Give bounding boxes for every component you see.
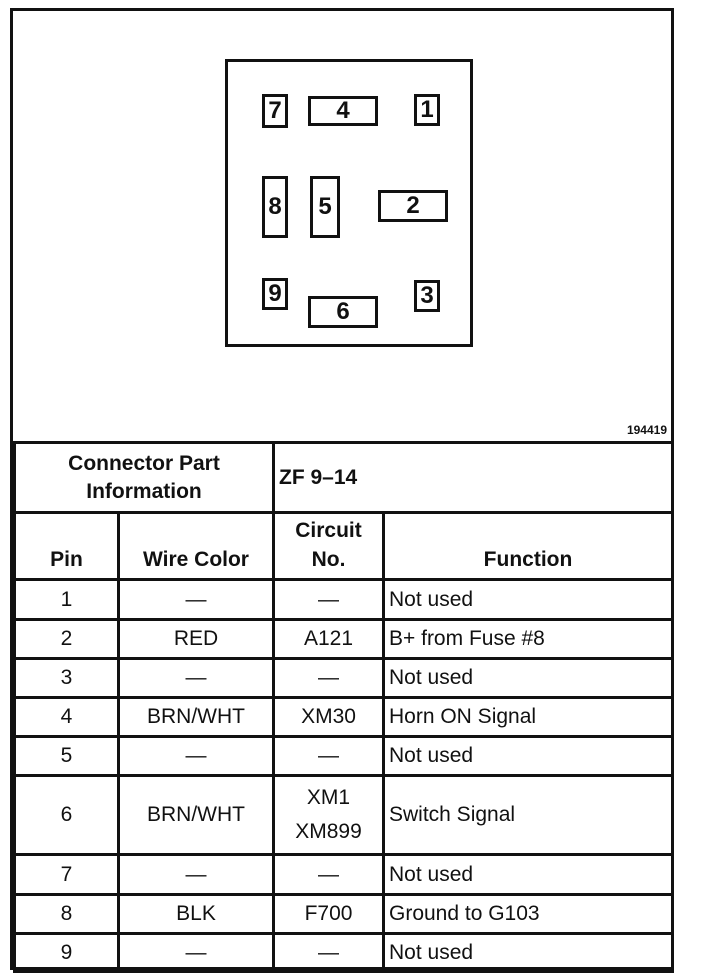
connector-info-row: Connector Part Information ZF 9–14: [13, 441, 674, 514]
table-row: 5 — — Not used: [13, 735, 674, 777]
circuit-line-1: XM1: [306, 786, 351, 809]
pin-cell: 1: [13, 578, 120, 621]
pin-cavity-7: 7: [262, 94, 288, 128]
pin-cell: 4: [13, 696, 120, 738]
pin-cavity-5: 5: [310, 176, 340, 238]
table-row: 9 — — Not used: [13, 932, 674, 973]
circuit-cell: —: [272, 657, 385, 699]
header-wire-color: Wire Color: [117, 511, 275, 581]
circuit-cell: XM1 XM899: [272, 774, 385, 856]
function-cell: Switch Signal: [382, 774, 674, 856]
wire-color-cell: BRN/WHT: [117, 696, 275, 738]
function-cell: Not used: [382, 735, 674, 777]
pin-cavity-4: 4: [308, 96, 378, 126]
connector-body: 7 4 1 8 5 2 9 6 3: [225, 59, 473, 347]
header-circuit: Circuit No.: [272, 511, 385, 581]
table-row: 6 BRN/WHT XM1 XM899 Switch Signal: [13, 774, 674, 856]
function-cell: Not used: [382, 578, 674, 621]
circuit-cell: A121: [272, 618, 385, 660]
wire-color-cell: —: [117, 578, 275, 621]
wire-color-cell: —: [117, 853, 275, 896]
table-row: 4 BRN/WHT XM30 Horn ON Signal: [13, 696, 674, 738]
pin-cell: 5: [13, 735, 120, 777]
pin-cell: 3: [13, 657, 120, 699]
connector-info-label-text: Connector Part Information: [68, 451, 220, 503]
header-pin: Pin: [13, 511, 120, 581]
function-cell: Not used: [382, 657, 674, 699]
function-cell: Horn ON Signal: [382, 696, 674, 738]
connector-table: Connector Part Information ZF 9–14 Pin W…: [13, 441, 674, 973]
circuit-cell: XM30: [272, 696, 385, 738]
pin-cavity-8: 8: [262, 176, 288, 238]
pin-cell: 7: [13, 853, 120, 896]
pin-cavity-6: 6: [308, 296, 378, 328]
wire-color-cell: BLK: [117, 893, 275, 935]
circuit-cell: —: [272, 853, 385, 896]
figure-id: 194419: [626, 423, 667, 437]
circuit-cell: —: [272, 578, 385, 621]
header-circuit-text: Circuit No.: [295, 519, 362, 571]
function-cell: Ground to G103: [382, 893, 674, 935]
circuit-cell: —: [272, 932, 385, 973]
wire-color-cell: BRN/WHT: [117, 774, 275, 856]
wire-color-cell: —: [117, 932, 275, 973]
document-frame: 7 4 1 8 5 2 9 6 3 194419 Connector Part …: [10, 8, 674, 973]
function-cell: Not used: [382, 853, 674, 896]
table-row: 2 RED A121 B+ from Fuse #8: [13, 618, 674, 660]
table-row: 1 — — Not used: [13, 578, 674, 621]
wire-color-cell: —: [117, 657, 275, 699]
function-cell: B+ from Fuse #8: [382, 618, 674, 660]
circuit-line-2: XM899: [295, 820, 362, 843]
table-row: 7 — — Not used: [13, 853, 674, 896]
pin-cell: 8: [13, 893, 120, 935]
table-row: 3 — — Not used: [13, 657, 674, 699]
circuit-cell: —: [272, 735, 385, 777]
pin-cavity-9: 9: [262, 278, 288, 310]
pin-cell: 9: [13, 932, 120, 973]
wire-color-cell: —: [117, 735, 275, 777]
header-row: Pin Wire Color Circuit No. Function: [13, 511, 674, 581]
table-row: 8 BLK F700 Ground to G103: [13, 893, 674, 935]
circuit-cell: F700: [272, 893, 385, 935]
header-function: Function: [382, 511, 674, 581]
pin-cavity-1: 1: [414, 94, 440, 126]
connector-info-value: ZF 9–14: [272, 441, 674, 514]
pin-cell: 2: [13, 618, 120, 660]
pin-cavity-2: 2: [378, 190, 448, 222]
connector-diagram: 7 4 1 8 5 2 9 6 3 194419: [13, 11, 671, 441]
pin-cavity-3: 3: [414, 280, 440, 312]
pin-cell: 6: [13, 774, 120, 856]
function-cell: Not used: [382, 932, 674, 973]
wire-color-cell: RED: [117, 618, 275, 660]
connector-info-label: Connector Part Information: [13, 441, 275, 514]
